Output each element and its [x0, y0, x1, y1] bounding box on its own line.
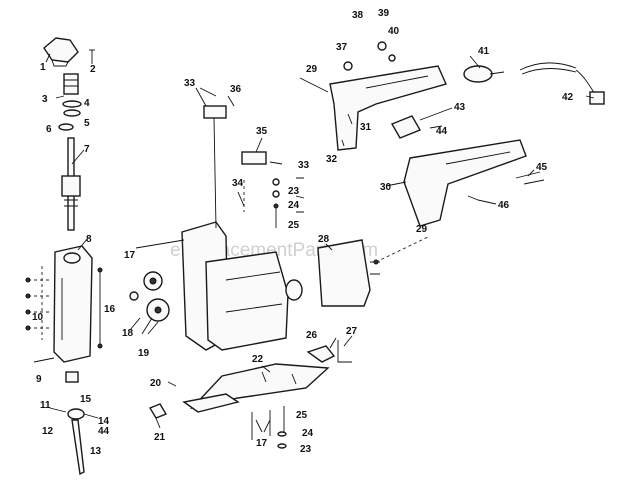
callout-22: 22	[252, 354, 264, 365]
lower-handle-part	[390, 115, 545, 227]
callout-27: 27	[346, 326, 358, 337]
bottom-screw	[33, 357, 55, 363]
gear-pair	[129, 271, 170, 322]
switch-part	[463, 65, 505, 83]
brush-holder-part	[203, 105, 267, 229]
callout-25-bottom: 25	[296, 410, 308, 421]
callout-35: 35	[256, 126, 268, 137]
callout-1: 1	[40, 62, 46, 73]
callout-28: 28	[318, 234, 330, 245]
callout-24-top: 24	[288, 200, 300, 211]
callout-44-top: 44	[436, 126, 448, 137]
spring-washer-part	[63, 109, 81, 117]
gear-case-part	[53, 245, 93, 363]
callout-31: 31	[360, 122, 372, 133]
callout-26: 26	[306, 330, 318, 341]
plunger-shaft-part	[61, 137, 81, 231]
callout-33-right: 33	[298, 160, 310, 171]
callout-3: 3	[42, 94, 48, 105]
callout-23-bottom: 23	[300, 444, 312, 455]
callout-16: 16	[104, 304, 116, 315]
callout-13: 13	[90, 446, 102, 457]
callout-29-bottom: 29	[416, 224, 428, 235]
blade-clamp-part	[49, 407, 99, 476]
callout-19: 19	[138, 348, 150, 359]
case-screws	[25, 266, 52, 340]
handle-screws	[373, 235, 431, 265]
callout-21: 21	[154, 432, 166, 443]
callout-9: 9	[36, 374, 42, 385]
screw-part	[89, 49, 95, 64]
bushing-part	[63, 73, 79, 95]
base-shoe-part	[182, 345, 336, 413]
callout-25-top: 25	[288, 220, 300, 231]
callout-14: 14	[98, 416, 110, 427]
callout-18: 18	[122, 328, 134, 339]
callout-10: 10	[32, 312, 44, 323]
callout-4: 4	[84, 98, 90, 109]
callout-42: 42	[562, 92, 574, 103]
upper-handle-part	[299, 41, 447, 151]
base-screws	[148, 340, 352, 449]
knob-part	[43, 37, 79, 67]
callout-30: 30	[380, 182, 392, 193]
callout-45: 45	[536, 162, 548, 173]
pin-part	[97, 267, 103, 349]
brush-screws	[272, 178, 280, 228]
callout-40: 40	[388, 26, 400, 37]
callout-8: 8	[86, 234, 92, 245]
callout-37: 37	[336, 42, 348, 53]
callout-5: 5	[84, 118, 90, 129]
washer-part	[62, 100, 82, 108]
callout-17-base: 17	[256, 438, 268, 449]
callout-labels: 1 2 3 4 5 6 7 8 9 10 11 12 13 14 15 16 1…	[32, 8, 574, 457]
callout-17-motor: 17	[124, 250, 136, 261]
callout-43: 43	[454, 102, 466, 113]
ring-part	[58, 123, 74, 131]
callout-36: 36	[230, 84, 242, 95]
callout-32: 32	[326, 154, 338, 165]
callout-2: 2	[90, 64, 96, 75]
callout-20: 20	[150, 378, 162, 389]
callout-39: 39	[378, 8, 390, 19]
callout-41: 41	[478, 46, 490, 57]
callout-44-bottom: 44	[98, 426, 110, 437]
callout-15: 15	[80, 394, 92, 405]
callout-6: 6	[46, 124, 52, 135]
callout-33-top: 33	[184, 78, 196, 89]
callout-46: 46	[498, 200, 510, 211]
callout-38: 38	[352, 10, 364, 21]
callout-12: 12	[42, 426, 54, 437]
callout-23-top: 23	[288, 186, 300, 197]
leader-lines	[45, 53, 595, 433]
callout-24-bottom: 24	[302, 428, 314, 439]
callout-34: 34	[232, 178, 244, 189]
callout-29-top: 29	[306, 64, 318, 75]
callout-7: 7	[84, 144, 90, 155]
roller-part	[65, 371, 79, 383]
power-cord-part	[519, 62, 605, 105]
callout-11: 11	[40, 400, 51, 411]
